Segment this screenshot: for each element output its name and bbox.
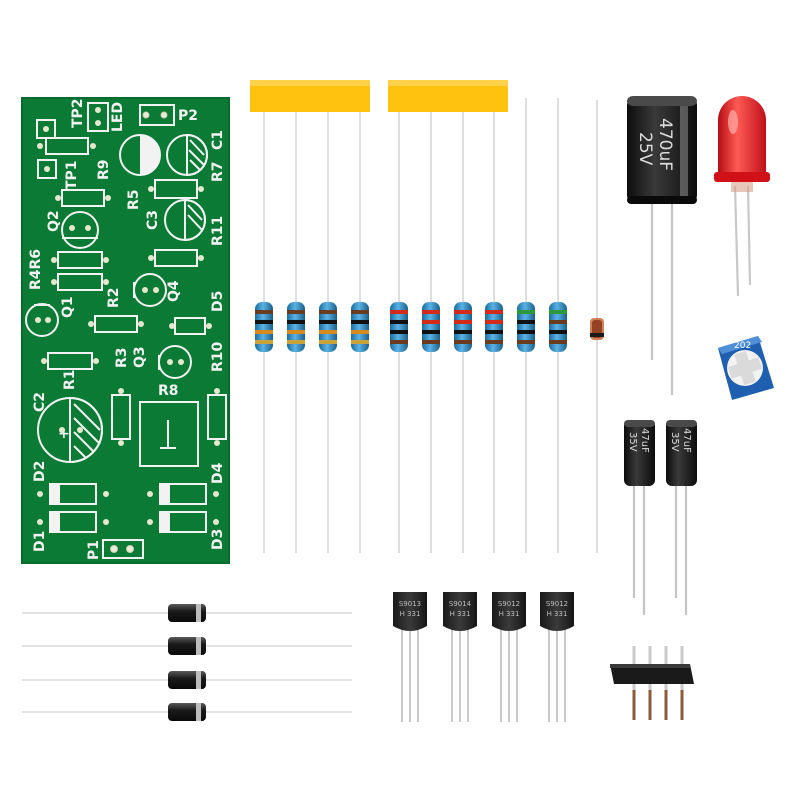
resistor bbox=[517, 302, 535, 352]
pcb-label-c1: C1 bbox=[210, 130, 226, 150]
transistor-marking-line1: S9014 bbox=[449, 600, 472, 608]
pcb-label-led: LED bbox=[110, 102, 126, 132]
pcb-label-r4r6: R4R6 bbox=[28, 249, 44, 290]
pcb-label-r11: R11 bbox=[210, 216, 226, 246]
pcb-label-tp1: TP1 bbox=[64, 160, 80, 190]
pin-header bbox=[610, 646, 694, 720]
pcb-label-q4: Q4 bbox=[166, 280, 182, 302]
capacitor-47uf-left: 47uF 35V bbox=[624, 420, 655, 615]
cap-small-left-value: 47uF bbox=[639, 428, 650, 453]
capacitor-470uf: 470uF 25V bbox=[627, 96, 697, 395]
pcb-label-d1: D1 bbox=[32, 531, 48, 552]
pcb-label-p2: P2 bbox=[178, 108, 198, 124]
pcb-label-r3: R3 bbox=[114, 347, 130, 368]
pcb-label-d5: D5 bbox=[210, 291, 226, 312]
pcb-label-q2: Q2 bbox=[46, 210, 62, 232]
pcb-label-q1: Q1 bbox=[60, 296, 76, 318]
resistors bbox=[255, 302, 567, 352]
signal-diode bbox=[590, 100, 604, 553]
cap-large-voltage: 25V bbox=[635, 132, 655, 166]
pcb-label-c3: C3 bbox=[145, 210, 161, 230]
resistor bbox=[485, 302, 503, 352]
transistor-marking-line1: S9013 bbox=[399, 600, 421, 608]
transistor-marking-line2: H 331 bbox=[400, 610, 421, 618]
diode-3 bbox=[22, 671, 352, 689]
pcb-label-r7: R7 bbox=[210, 161, 226, 182]
resistor bbox=[287, 302, 305, 352]
transistors: S9013 H 331 S9014 H 331 S9012 H 331 S9012 H 331 bbox=[393, 592, 574, 722]
resistor bbox=[390, 302, 408, 352]
transistor: S9013 H 331 bbox=[393, 592, 427, 722]
transistor-marking-line2: H 331 bbox=[547, 610, 568, 618]
resistor bbox=[319, 302, 337, 352]
cap-large-value: 470uF bbox=[655, 118, 675, 171]
transistor-marking-line2: H 331 bbox=[499, 610, 520, 618]
pcb-label-c2: C2 bbox=[32, 392, 48, 412]
resistor bbox=[351, 302, 369, 352]
resistor bbox=[454, 302, 472, 352]
diode-2 bbox=[22, 637, 352, 655]
transistor-marking-line2: H 331 bbox=[450, 610, 471, 618]
svg-text:+: + bbox=[58, 426, 70, 442]
trimpot-marking: 202 bbox=[734, 341, 751, 351]
pcb-label-r10: R10 bbox=[210, 341, 226, 372]
cap-small-left-voltage: 35V bbox=[627, 432, 638, 452]
transistor: S9012 H 331 bbox=[492, 592, 526, 722]
pcb-label-r9: R9 bbox=[96, 159, 112, 180]
pcb-label-d4: D4 bbox=[210, 462, 226, 484]
rectifier-diodes bbox=[22, 604, 352, 721]
cap-small-right-value: 47uF bbox=[681, 428, 692, 453]
pcb-board: + bbox=[21, 97, 230, 564]
pcb-label-p1: P1 bbox=[86, 540, 102, 560]
cap-small-right-voltage: 35V bbox=[669, 432, 680, 452]
pcb-label-r1: R1 bbox=[62, 369, 78, 390]
transistor-marking-line1: S9012 bbox=[498, 600, 520, 608]
pcb-label-q3: Q3 bbox=[132, 346, 148, 368]
pcb-label-tp2: TP2 bbox=[70, 98, 86, 128]
diode-4 bbox=[22, 703, 352, 721]
pcb-label-r2: R2 bbox=[106, 287, 122, 308]
capacitor-47uf-right: 47uF 35V bbox=[666, 420, 697, 615]
transistor: S9012 H 331 bbox=[540, 592, 574, 722]
trimmer-potentiometer: 202 bbox=[718, 336, 774, 400]
transistor-marking-line1: S9012 bbox=[546, 600, 568, 608]
resistor bbox=[255, 302, 273, 352]
red-led bbox=[714, 96, 770, 297]
pcb-label-d2: D2 bbox=[32, 461, 48, 482]
pcb-label-d3: D3 bbox=[210, 529, 226, 550]
resistor bbox=[422, 302, 440, 352]
pcb-label-r8: R8 bbox=[158, 383, 179, 399]
resistor bbox=[549, 302, 567, 352]
transistor: S9014 H 331 bbox=[443, 592, 477, 722]
pcb-label-r5: R5 bbox=[126, 189, 142, 210]
diode-1 bbox=[22, 604, 352, 622]
